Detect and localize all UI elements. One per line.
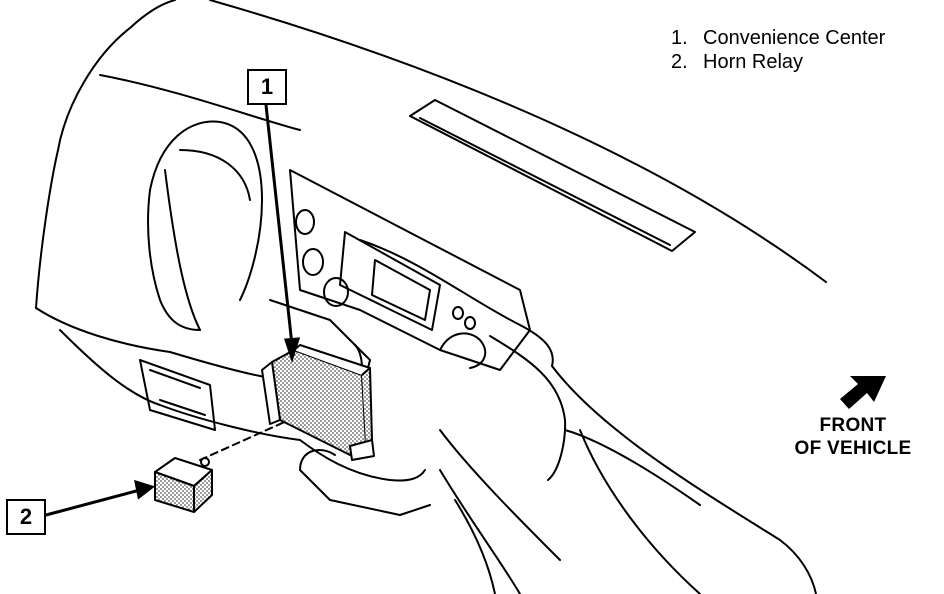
horn-relay [154, 457, 213, 513]
legend-label: Convenience Center [703, 27, 886, 49]
convenience-center [261, 344, 375, 461]
column-opening [149, 120, 263, 301]
defroster-vent [409, 99, 696, 252]
lower-panel [139, 359, 216, 431]
leader-line-1 [264, 104, 294, 346]
leader-arrow-2 [134, 479, 156, 500]
front-label-line-2: OF VEHICLE [794, 438, 912, 459]
legend-item-convenience-center: 1. Convenience Center [671, 26, 885, 50]
leader-arrow-1 [283, 337, 301, 363]
callout-1: 1 [247, 69, 291, 109]
legend-number: 1. [671, 27, 688, 49]
legend-number: 2. [671, 51, 688, 73]
cluster-bezel [289, 169, 531, 371]
leader-line-2 [45, 488, 141, 517]
legend-label: Horn Relay [703, 51, 804, 73]
legend: 1. Convenience Center 2. Horn Relay [671, 26, 885, 74]
dash-right-panel [359, 239, 554, 367]
dash-top-surface [209, 0, 827, 283]
callout-2: 2 [6, 499, 50, 539]
legend-item-horn-relay: 2. Horn Relay [671, 50, 885, 74]
dash-top-outline [35, 0, 176, 309]
front-label-line-1: FRONT [819, 415, 887, 436]
front-arrow-icon [840, 376, 886, 409]
front-of-vehicle-label: FRONT OF VEHICLE [778, 414, 928, 460]
